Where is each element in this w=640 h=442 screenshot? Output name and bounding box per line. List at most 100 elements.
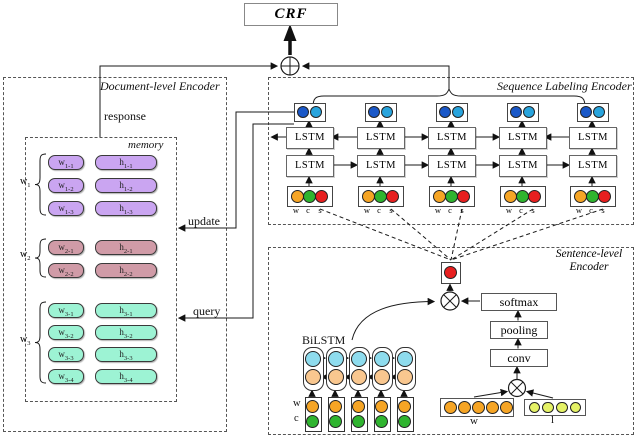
wcs-input-label: s — [389, 205, 393, 215]
word-embedding-circle — [573, 189, 587, 203]
wc-input-box — [373, 397, 391, 432]
backward-state-circle — [327, 369, 344, 385]
w-vector-label: w — [470, 415, 478, 427]
wcs-input-label: s — [601, 205, 605, 215]
hidden-state-dark-circle — [510, 106, 522, 118]
char-embedding-circle — [398, 415, 411, 428]
memory-word-pill: w3-1 — [48, 303, 84, 318]
memory-box — [25, 137, 177, 402]
sequence-output-box — [294, 103, 326, 122]
char-embedding-circle — [302, 189, 316, 203]
sentence-embedding-circle — [314, 189, 328, 203]
memory-word-pill: w2-2 — [48, 263, 84, 278]
response-label: response — [104, 109, 146, 123]
memory-hidden-pill: h2-2 — [95, 263, 157, 278]
char-embedding-circle — [515, 189, 529, 203]
sentence-embedding-circle — [385, 189, 399, 203]
memory-group-label: w3 — [20, 333, 31, 347]
wcs-input-label: s — [460, 205, 464, 215]
memory-hidden-pill: h1-2 — [95, 178, 157, 193]
backward-state-circle — [373, 369, 390, 385]
word-vector-circle — [458, 400, 471, 414]
w-vector-box — [440, 398, 514, 417]
memory-word-pill: w3-4 — [48, 369, 84, 384]
word-embedding-circle — [306, 400, 319, 413]
sequence-output-box — [507, 103, 539, 122]
hidden-state-light-circle — [523, 106, 535, 118]
sentence-encoder-label: Sentence-level Encoder — [548, 248, 630, 274]
update-label: update — [188, 214, 220, 228]
l-vector-label: l — [551, 414, 555, 426]
word-vector-circle — [444, 400, 457, 414]
crf-arrow-head — [283, 24, 297, 41]
wcs-input-label: w — [434, 205, 442, 215]
hidden-state-light-circle — [593, 106, 605, 118]
hidden-state-dark-circle — [580, 106, 592, 118]
hidden-state-light-circle — [381, 106, 393, 118]
char-embedding-circle — [444, 189, 458, 203]
forward-state-circle — [327, 351, 344, 367]
wcs-input-box — [358, 186, 404, 207]
hidden-state-light-circle — [452, 106, 464, 118]
wcs-input-label: c — [377, 205, 381, 215]
lstm-box-forward: LSTM — [357, 155, 405, 177]
wcs-input-box — [287, 186, 333, 207]
sequence-output-box — [436, 103, 468, 122]
label-vector-circle — [542, 401, 554, 413]
sequence-output-box — [365, 103, 397, 122]
memory-label: memory — [128, 139, 164, 151]
label-vector-circle — [556, 401, 568, 413]
label-vector-circle — [528, 401, 540, 413]
forward-state-circle — [350, 351, 367, 367]
memory-word-pill: w3-2 — [48, 325, 84, 340]
sentence-encoder-label-line1: Sentence-level — [555, 248, 623, 260]
char-embedding-circle — [585, 189, 599, 203]
memory-hidden-pill: h1-3 — [95, 201, 157, 216]
wcs-input-label: c — [519, 205, 523, 215]
memory-word-pill: w1-3 — [48, 201, 84, 216]
backward-state-circle — [350, 369, 367, 385]
label-vector-circle — [569, 401, 582, 413]
sum-node-icon — [280, 56, 300, 76]
wcs-input-box — [429, 186, 475, 207]
word-embedding-circle — [432, 189, 446, 203]
word-embedding-circle — [503, 189, 517, 203]
bilstm-c-input-label: c — [294, 413, 299, 424]
forward-state-circle — [373, 351, 390, 367]
hidden-state-light-circle — [310, 106, 322, 118]
conv-box: conv — [490, 349, 548, 367]
l-vector-box — [524, 399, 586, 416]
softmax-box: softmax — [481, 293, 557, 311]
sentence-embedding-circle — [456, 189, 470, 203]
hidden-state-dark-circle — [297, 106, 309, 118]
wcs-input-label: w — [505, 205, 513, 215]
wc-input-box — [304, 397, 322, 432]
sentence-representation-circle — [443, 266, 457, 279]
document-encoder-label: Document-level Encoder — [100, 79, 220, 93]
wcs-input-label: s — [318, 205, 322, 215]
bilstm-w-input-label: w — [293, 398, 301, 409]
char-embedding-circle — [373, 189, 387, 203]
wcs-input-label: w — [575, 205, 583, 215]
memory-group-label: w1 — [20, 175, 31, 189]
memory-word-pill: w2-1 — [48, 240, 84, 255]
wc-input-box — [350, 397, 368, 432]
wcs-input-box — [570, 186, 616, 207]
lstm-box-backward: LSTM — [286, 127, 334, 149]
memory-word-pill: w3-3 — [48, 347, 84, 362]
wcs-input-label: c — [448, 205, 452, 215]
memory-group-label: w2 — [20, 249, 31, 262]
lstm-box-forward: LSTM — [499, 155, 547, 177]
lstm-box-backward: LSTM — [357, 127, 405, 149]
forward-state-circle — [304, 351, 321, 367]
word-embedding-circle — [375, 400, 388, 413]
sequence-output-box — [577, 103, 609, 122]
wc-input-box — [327, 397, 345, 432]
word-embedding-circle — [290, 189, 304, 203]
wcs-input-label: s — [531, 205, 535, 215]
memory-hidden-pill: h3-1 — [95, 303, 157, 318]
backward-state-circle — [304, 369, 321, 385]
sentence-representation-box — [441, 262, 461, 284]
query-label: query — [193, 304, 221, 318]
